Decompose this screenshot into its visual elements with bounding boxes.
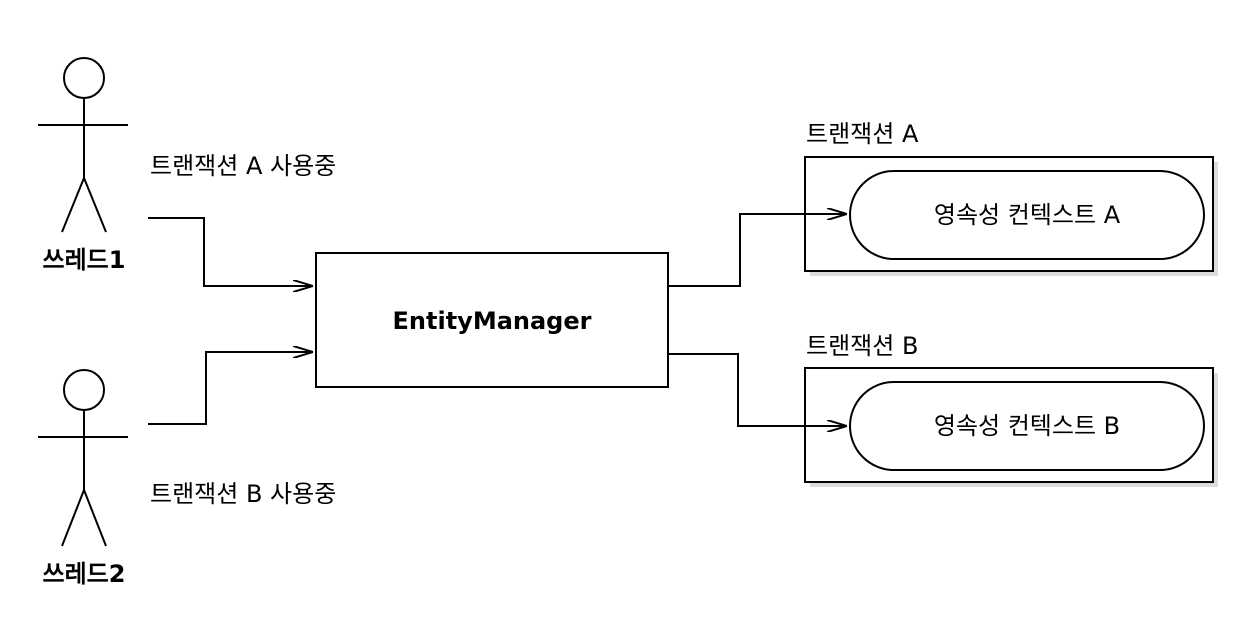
arrow-thread-1-to-entity-manager: [148, 217, 312, 286]
entity-manager-box: EntityManager: [315, 252, 669, 388]
actor-thread-2-head-icon: [63, 369, 105, 411]
actor-thread-2-usage-label: 트랜잭션 B 사용중: [150, 480, 336, 508]
actor-thread-2: 쓰레드2: [38, 369, 128, 588]
actor-thread-1-head-icon: [63, 57, 105, 99]
transaction-a-title: 트랜잭션 A: [806, 120, 919, 148]
actor-thread-1-leg-left: [61, 177, 85, 233]
arrow-entity-manager-to-context-b: [668, 353, 846, 426]
arrow-thread-2-to-entity-manager: [148, 352, 312, 425]
actor-thread-2-leg-right: [83, 489, 107, 547]
actor-thread-2-leg-left: [61, 489, 85, 547]
entity-manager-label: EntityManager: [393, 307, 592, 335]
persistence-context-a-label: 영속성 컨텍스트 A: [934, 201, 1121, 229]
actor-thread-1-usage-label: 트랜잭션 A 사용중: [150, 152, 336, 180]
persistence-context-b-label: 영속성 컨텍스트 B: [934, 412, 1120, 440]
actor-thread-1-name: 쓰레드1: [43, 246, 126, 274]
transaction-a-box: 영속성 컨텍스트 A: [804, 156, 1218, 276]
actor-thread-1-leg-right: [83, 177, 107, 233]
transaction-b-box: 영속성 컨텍스트 B: [804, 367, 1218, 487]
actor-thread-2-name: 쓰레드2: [43, 560, 126, 588]
transaction-b-title: 트랜잭션 B: [806, 332, 918, 360]
persistence-context-a: [849, 170, 1205, 260]
actor-thread-1: 쓰레드1: [38, 57, 128, 274]
arrow-entity-manager-to-context-a: [668, 214, 846, 287]
persistence-context-b: [849, 381, 1205, 471]
